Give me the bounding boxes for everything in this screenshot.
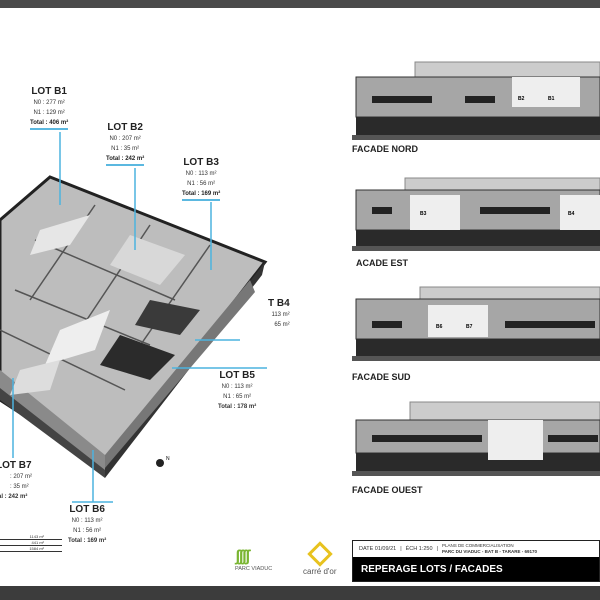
lot-name: LOT B5 xyxy=(219,370,255,381)
title-block: DATE 01/09/21| ÉCH 1:250| PLANS DE COMME… xyxy=(352,540,600,582)
lot-n0: : 207 m² xyxy=(10,474,33,480)
lot-name: LOT B3 xyxy=(183,157,219,168)
lot-n1: N1 : 129 m² xyxy=(33,110,65,116)
summary-n0: 1143 m² xyxy=(0,534,62,540)
lot-name: LOT B1 xyxy=(31,86,67,97)
lot-b2-label: LOT B2 N0 : 207 m² N1 : 35 m² Total : 24… xyxy=(106,122,145,166)
window-bottom-bar xyxy=(0,586,600,600)
lot-name: LOT B7 xyxy=(0,460,32,471)
compass-label: N xyxy=(166,456,170,462)
lot-name: LOT B2 xyxy=(107,122,143,133)
lot-n1: 65 m² xyxy=(274,322,290,328)
lot-total: tal : 242 m² xyxy=(0,494,28,500)
lot-n0: N0 : 113 m² xyxy=(221,384,253,390)
window-top-bar xyxy=(0,0,600,8)
facade-nord-label: FACADE NORD xyxy=(352,144,419,154)
carre-logo-text: carré d'or xyxy=(303,567,337,576)
lot-b7-label: LOT B7 : 207 m² : 35 m² tal : 242 m² xyxy=(0,460,32,502)
lot-name: T B4 xyxy=(268,298,290,309)
facade-sud-label: FACADE SUD xyxy=(352,372,411,382)
facade-nord-drawing xyxy=(352,61,600,140)
parc-logo-text: PARC VIADUC xyxy=(235,566,273,572)
facade-sud-drawing xyxy=(352,286,600,361)
sheet-title: REPERAGE LOTS / FACADES xyxy=(353,557,599,581)
facade-tag: B6 xyxy=(436,324,443,330)
project-location: PARC DU VIADUC - BAT B - TARARE - 69170 xyxy=(441,549,537,554)
lot-b1-label: LOT B1 N0 : 277 m² N1 : 129 m² Total : 4… xyxy=(30,86,69,130)
lot-total: Total : 242 m² xyxy=(106,154,145,166)
lot-total: Total : 406 m² xyxy=(30,118,69,130)
facade-est-label: ACADE EST xyxy=(356,258,409,268)
lot-n1: N1 : 56 m² xyxy=(187,181,216,187)
area-summary-table: 1143 m² 441 m² 1584 m² xyxy=(0,534,62,552)
facade-tag: B7 xyxy=(466,324,473,330)
lot-name: LOT B6 xyxy=(69,504,105,515)
facade-tag: B3 xyxy=(420,211,427,217)
lot-n0: N0 : 113 m² xyxy=(185,171,217,177)
compass-icon xyxy=(156,459,164,467)
lot-n0: N0 : 207 m² xyxy=(109,136,141,142)
lot-n1: : 35 m² xyxy=(10,484,29,490)
facade-tag: B4 xyxy=(568,211,575,217)
scale-field: ÉCH 1:250 xyxy=(405,546,433,552)
facade-est-drawing xyxy=(352,177,600,251)
plan-type: PLANS DE COMMERCIALISATION xyxy=(441,543,514,548)
facade-tag: B1 xyxy=(548,96,555,102)
parc-viaduc-logo: ʃʃʃʃ PARC VIADUC xyxy=(235,548,273,572)
lot-n0: 113 m² xyxy=(271,312,290,318)
lot-b5-label: LOT B5 N0 : 113 m² N1 : 65 m² Total : 17… xyxy=(218,370,256,412)
lot-b3-label: LOT B3 N0 : 113 m² N1 : 56 m² Total : 16… xyxy=(182,157,221,201)
lot-n0: N0 : 113 m² xyxy=(71,518,103,524)
lot-b4-label: T B4 113 m² 65 m² xyxy=(268,298,290,330)
lot-total: Total : 178 m² xyxy=(218,404,257,410)
lot-total: Total : 169 m² xyxy=(68,538,107,544)
lot-b6-label: LOT B6 N0 : 113 m² N1 : 56 m² Total : 16… xyxy=(68,504,106,546)
summary-n1: 441 m² xyxy=(0,540,62,546)
summary-total: 1584 m² xyxy=(0,546,62,552)
carre-dor-logo: carré d'or xyxy=(303,541,337,576)
facade-tag: B2 xyxy=(518,96,525,102)
facade-ouest-label: FACADE OUEST xyxy=(352,485,423,495)
date-field: DATE 01/09/21 xyxy=(359,546,397,552)
lot-n0: N0 : 277 m² xyxy=(33,100,65,106)
lot-n1: N1 : 35 m² xyxy=(111,146,140,152)
lot-n1: N1 : 56 m² xyxy=(73,528,102,534)
lot-total: Total : 169 m² xyxy=(182,189,221,201)
lot-n1: N1 : 65 m² xyxy=(223,394,252,400)
